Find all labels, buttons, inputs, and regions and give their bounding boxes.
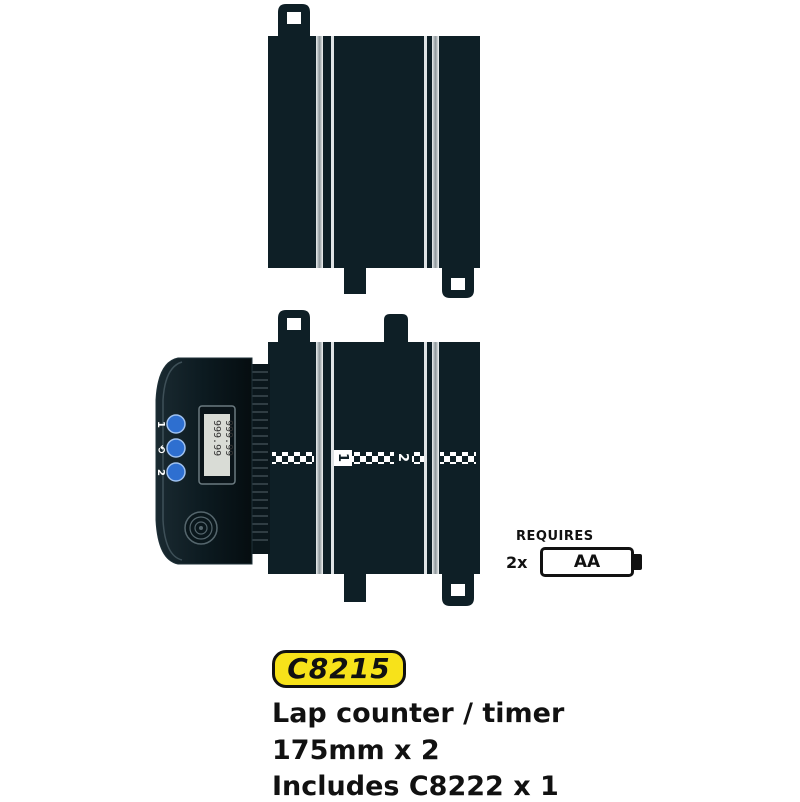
requires-label: REQUIRES — [516, 529, 594, 544]
description-line-1: Lap counter / timer — [272, 698, 565, 729]
description-line-2: 175mm x 2 — [272, 735, 440, 766]
button-label-1: 1 — [155, 421, 166, 428]
lane-2-button[interactable] — [166, 462, 186, 482]
lcd-readout-2: 999.99 — [223, 420, 234, 456]
reset-button[interactable] — [166, 438, 186, 458]
battery-count: 2x — [506, 553, 528, 572]
finish-line — [272, 452, 476, 464]
lane-1-button[interactable] — [166, 414, 186, 434]
lap-counter-unit: 999.99 999.99 1 ⟲ 2 — [155, 357, 270, 565]
product-code: C8215 — [287, 652, 391, 685]
lane-marker-2-text: 2 — [395, 453, 410, 462]
lane-marker-2: 2 — [394, 450, 412, 466]
lcd-display: 999.99 999.99 — [198, 405, 236, 485]
battery-type: AA — [573, 552, 601, 572]
straight-track-piece — [268, 4, 480, 298]
button-label-reset: ⟲ — [155, 445, 166, 454]
lane-marker-1-text: 1 — [335, 453, 350, 462]
button-label-2: 2 — [155, 469, 166, 476]
battery-icon: AA — [540, 547, 634, 577]
lap-counter-track-piece — [268, 310, 480, 606]
lcd-readout-1: 999.99 — [211, 420, 222, 456]
description-line-3: Includes C8222 x 1 — [272, 771, 559, 802]
speaker-icon — [184, 511, 218, 545]
battery-terminal — [634, 554, 642, 570]
lane-marker-1: 1 — [334, 450, 352, 466]
product-code-badge: C8215 — [272, 650, 406, 688]
